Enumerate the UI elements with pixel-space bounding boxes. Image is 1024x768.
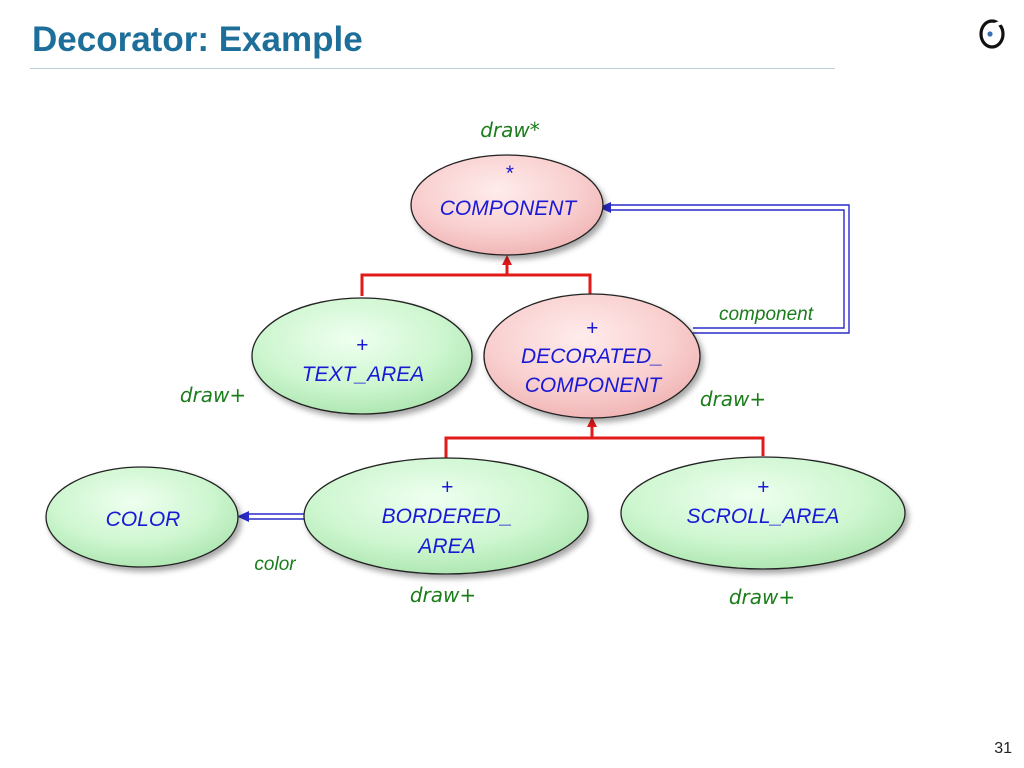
class-name-line2: COMPONENT bbox=[525, 374, 664, 397]
class-name-line2: AREA bbox=[416, 535, 475, 558]
class-color[interactable]: COLOR bbox=[45, 466, 239, 568]
feature-label-decorated-draw: draw+ bbox=[700, 387, 766, 411]
inherit-link-decorated bbox=[507, 273, 592, 294]
class-component[interactable]: * COMPONENT bbox=[410, 154, 604, 256]
client-link-component bbox=[610, 204, 850, 334]
client-link-color bbox=[248, 513, 306, 520]
effective-marker: + bbox=[586, 317, 598, 340]
effective-marker: + bbox=[757, 476, 769, 499]
class-name: TEXT_AREA bbox=[302, 363, 425, 386]
inherit-link-text-area bbox=[360, 262, 509, 296]
deferred-marker: * bbox=[505, 162, 514, 185]
class-text-area[interactable]: + TEXT_AREA bbox=[251, 297, 473, 415]
feature-label-scroll-draw: draw+ bbox=[729, 585, 795, 609]
class-name-line1: DECORATED_ bbox=[521, 345, 663, 368]
class-bordered-area[interactable]: + BORDERED_ AREA bbox=[303, 457, 589, 575]
relation-label-component: component bbox=[719, 304, 814, 325]
feature-label-text-area-draw: draw+ bbox=[180, 383, 246, 407]
title-divider bbox=[30, 68, 835, 69]
effective-marker: + bbox=[441, 476, 453, 499]
inherit-link-scroll bbox=[592, 436, 765, 456]
class-scroll-area[interactable]: + SCROLL_AREA bbox=[620, 456, 906, 570]
class-decorated-component[interactable]: + DECORATED_ COMPONENT bbox=[483, 293, 701, 419]
class-name-line1: BORDERED_ bbox=[382, 505, 513, 528]
class-name: COLOR bbox=[106, 508, 181, 531]
class-name: COMPONENT bbox=[440, 197, 579, 220]
feature-label-bordered-draw: draw+ bbox=[410, 583, 476, 607]
slide-title: Decorator: Example bbox=[32, 20, 363, 59]
feature-label-component-draw: draw* bbox=[480, 118, 540, 142]
client-arrowhead-component bbox=[599, 202, 611, 213]
effective-marker: + bbox=[356, 334, 368, 357]
inherit-link-bordered bbox=[444, 424, 594, 460]
inheritance-links bbox=[360, 262, 765, 460]
relation-label-color: color bbox=[254, 554, 296, 575]
eiffel-logo-icon bbox=[979, 18, 1008, 49]
class-name: SCROLL_AREA bbox=[687, 505, 840, 528]
client-arrowhead-color bbox=[237, 511, 249, 522]
inherit-arrowhead-component bbox=[502, 255, 512, 265]
page-number: 31 bbox=[994, 740, 1012, 757]
inherit-arrowhead-decorated bbox=[587, 417, 597, 427]
